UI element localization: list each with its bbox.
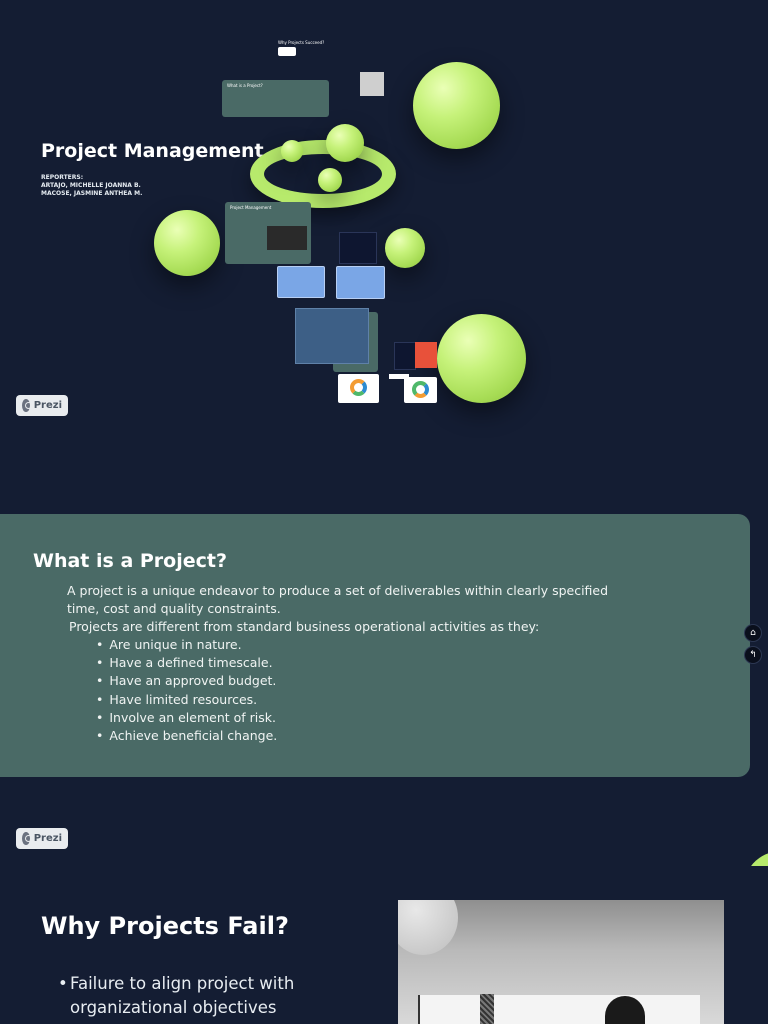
back-icon: ↰ xyxy=(749,650,757,660)
project-management-card[interactable]: Project Management xyxy=(225,202,311,264)
list-item: Have limited resources. xyxy=(96,691,277,709)
prezi-logo-icon xyxy=(22,832,32,845)
prezi-badge[interactable]: Prezi xyxy=(16,395,68,416)
decorative-sphere xyxy=(413,62,500,149)
thumbnail-blue[interactable] xyxy=(336,266,385,299)
fail-reasons-list: Failure to align project with organizati… xyxy=(58,972,318,1020)
prezi-badge[interactable]: Prezi xyxy=(16,828,68,849)
what-is-project-card[interactable]: What is a Project? xyxy=(222,80,329,117)
difference-text: Projects are different from standard bus… xyxy=(69,619,540,634)
decorative-sphere xyxy=(437,314,526,403)
back-button[interactable]: ↰ xyxy=(744,646,762,664)
decorative-sphere xyxy=(281,140,303,162)
prezi-label: Prezi xyxy=(33,400,62,411)
thumbnail-label xyxy=(389,374,409,379)
reporters-block: REPORTERS: ARTAJO, MICHELLE JOANNA B. MA… xyxy=(41,174,142,198)
photo-window xyxy=(418,995,700,1024)
list-item: Have a defined timescale. xyxy=(96,654,277,672)
thumbnail-image xyxy=(360,72,384,96)
prezi-logo-icon xyxy=(22,399,32,412)
slide-heading: What is a Project? xyxy=(33,550,227,572)
donut-chart-icon xyxy=(350,379,367,396)
photo-tie xyxy=(480,994,494,1024)
office-photo xyxy=(398,900,724,1024)
list-item: Achieve beneficial change. xyxy=(96,727,277,745)
photo-highlight xyxy=(398,900,458,955)
reporter-name: MACOSE, JASMINE ANTHEA M. xyxy=(41,190,143,197)
definition-text: A project is a unique endeavor to produc… xyxy=(67,582,627,618)
photo-person xyxy=(605,996,645,1024)
card-title: Project Management xyxy=(230,205,272,210)
thumbnail-title: Why Projects Succeed? xyxy=(278,40,325,45)
home-button[interactable]: ⌂ xyxy=(744,624,762,642)
thumbnail-diagram[interactable] xyxy=(339,232,377,264)
presentation-title: Project Management xyxy=(41,140,264,162)
slide-heading: Why Projects Fail? xyxy=(41,912,289,940)
project-traits-list: Are unique in nature. Have a defined tim… xyxy=(96,636,277,745)
decorative-sphere xyxy=(318,168,342,192)
decorative-sphere xyxy=(154,210,220,276)
chalkboard-image xyxy=(267,226,307,250)
card-title: What is a Project? xyxy=(227,83,263,88)
thumbnail-table[interactable] xyxy=(295,308,369,364)
list-item: Involve an element of risk. xyxy=(96,709,277,727)
reporter-name: ARTAJO, MICHELLE JOANNA B. xyxy=(41,182,141,189)
thumbnail-chart[interactable] xyxy=(404,377,437,403)
decorative-leaf xyxy=(751,852,768,866)
thumbnail-blue[interactable] xyxy=(277,266,325,298)
definition-line: A project is a unique endeavor to produc… xyxy=(67,583,609,598)
list-item: Have an approved budget. xyxy=(96,672,277,690)
overview-canvas[interactable]: Project Management REPORTERS: ARTAJO, MI… xyxy=(0,0,768,430)
decorative-sphere xyxy=(385,228,425,268)
prezi-label: Prezi xyxy=(33,833,62,844)
thumbnail-chart[interactable] xyxy=(338,374,379,403)
thumbnail-card[interactable] xyxy=(394,342,416,370)
list-item: Are unique in nature. xyxy=(96,636,277,654)
thumbnail-card[interactable] xyxy=(415,342,437,368)
list-item: Failure to align project with organizati… xyxy=(58,972,318,1020)
decorative-sphere xyxy=(326,124,364,162)
reporters-label: REPORTERS: xyxy=(41,174,84,181)
what-is-project-slide: What is a Project? A project is a unique… xyxy=(0,514,750,777)
thumbnail-card[interactable] xyxy=(336,70,384,98)
donut-chart-icon xyxy=(412,381,429,398)
why-succeed-thumbnail[interactable]: Why Projects Succeed? xyxy=(278,40,326,60)
thumbnail-image xyxy=(278,47,296,56)
definition-line: time, cost and quality constraints. xyxy=(67,601,281,616)
home-icon: ⌂ xyxy=(750,628,756,638)
